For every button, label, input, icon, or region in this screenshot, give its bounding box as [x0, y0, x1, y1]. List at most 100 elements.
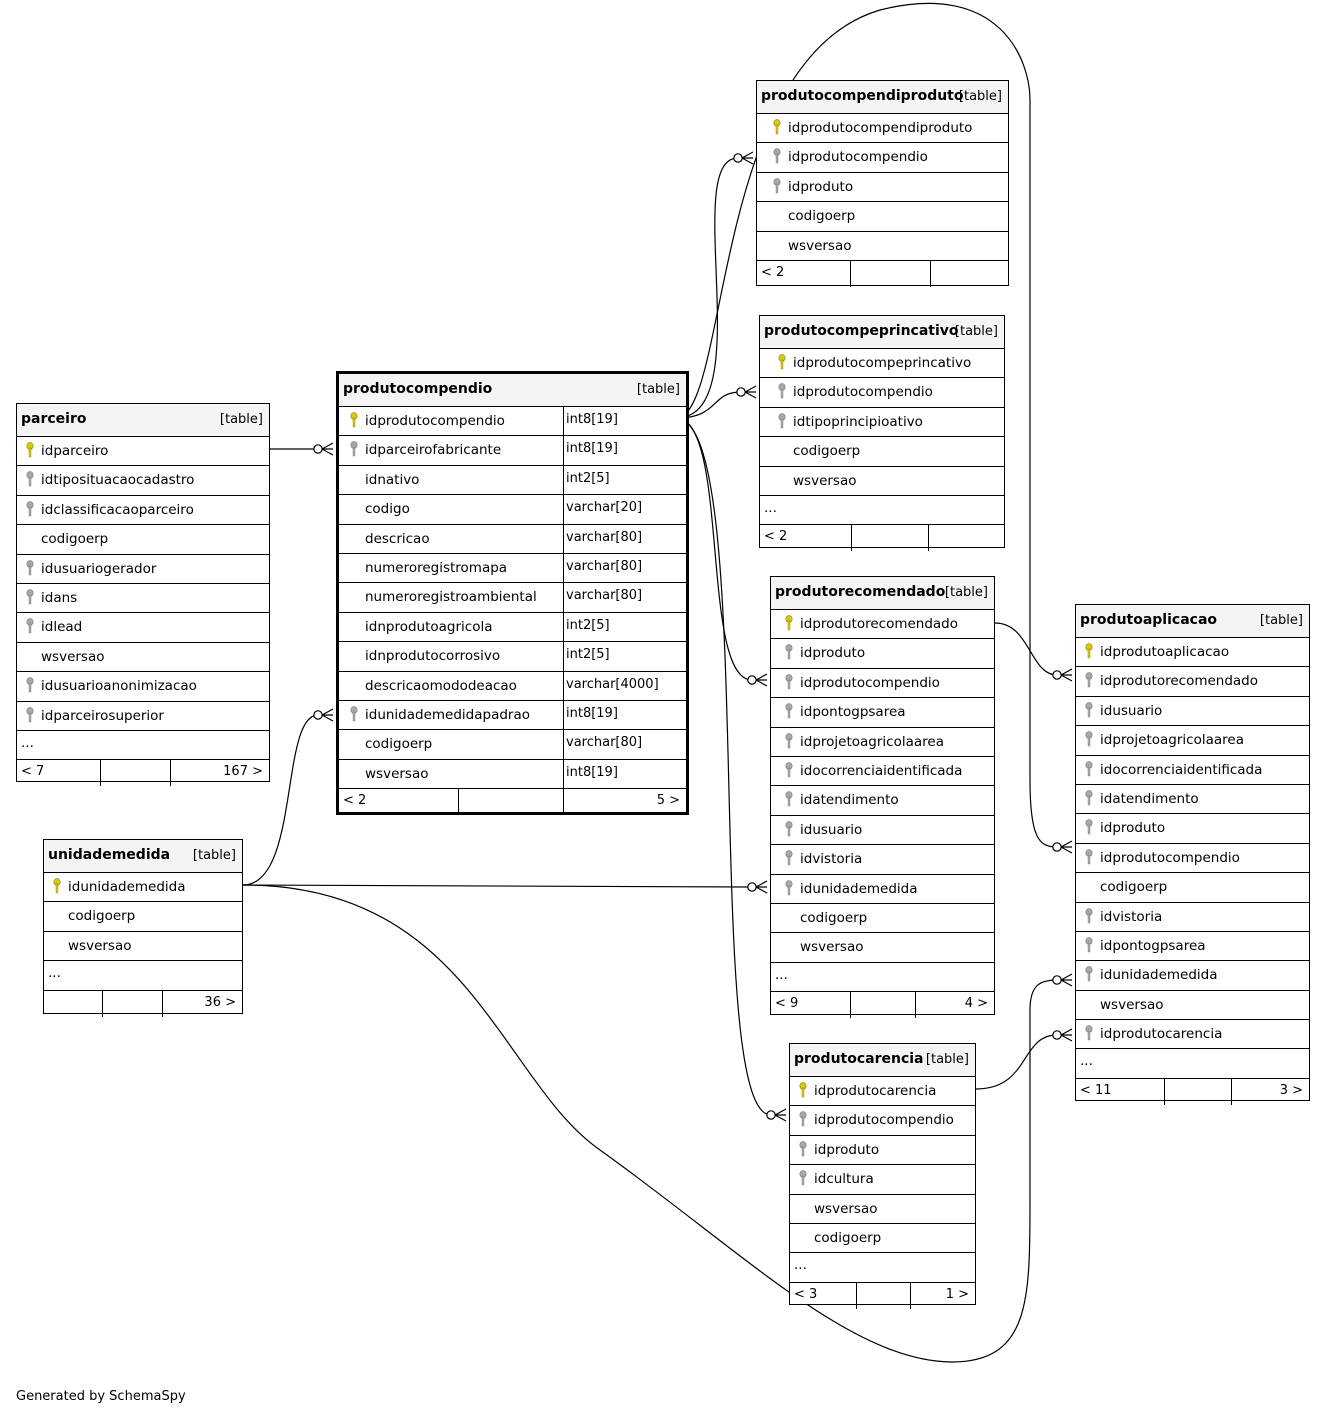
column-name: idusuario	[800, 821, 863, 838]
column-row[interactable]: codigoerp	[17, 525, 269, 555]
table-produtorecomendado[interactable]: produtorecomendado[table]idprodutorecome…	[770, 576, 995, 1019]
column-row[interactable]: idvistoria	[1076, 903, 1309, 932]
column-row[interactable]: idusuarioanonimizacao	[17, 672, 269, 702]
column-row[interactable]: idproduto	[757, 173, 1008, 203]
parent-count[interactable]: < 11	[1080, 1082, 1112, 1098]
column-row[interactable]: idatendimento	[771, 786, 994, 816]
column-row[interactable]: idusuariogerador	[17, 555, 269, 584]
column-row[interactable]: idans	[17, 584, 269, 614]
table-produtocompeprincativo[interactable]: produtocompeprincativo[table]idprodutoco…	[759, 315, 1005, 552]
column-divider	[563, 524, 564, 553]
column-row[interactable]: idproduto	[790, 1136, 975, 1166]
column-row[interactable]: idunidademedida	[1076, 961, 1309, 991]
column-row[interactable]: idparceiro	[17, 437, 269, 467]
column-row[interactable]: idpontogpsarea	[1076, 932, 1309, 962]
column-row[interactable]: idusuario	[771, 816, 994, 846]
table-produtocompendiproduto[interactable]: produtocompendiproduto[table]idprodutoco…	[756, 80, 1009, 287]
column-row[interactable]: idprodutocompendio	[790, 1106, 975, 1136]
column-row[interactable]: wsversao	[760, 467, 1004, 496]
child-count[interactable]: 1 >	[945, 1286, 969, 1302]
table-header: parceiro[table]	[17, 404, 269, 437]
child-count[interactable]: 5 >	[656, 793, 680, 809]
column-row[interactable]: idprodutocompendiproduto	[757, 114, 1008, 144]
column-row[interactable]: idpontogpsarea	[771, 698, 994, 728]
column-row[interactable]: idprojetoagricolaarea	[771, 728, 994, 757]
column-row[interactable]: idclassificacaoparceiro	[17, 496, 269, 526]
column-row[interactable]: idparceirosuperior	[17, 702, 269, 731]
column-row[interactable]: codigoerp	[790, 1224, 975, 1254]
column-row[interactable]: idcultura	[790, 1165, 975, 1195]
column-row[interactable]: idprodutoaplicacao	[1076, 638, 1309, 668]
parent-count[interactable]: < 2	[761, 264, 785, 280]
column-row[interactable]: wsversao	[44, 932, 242, 962]
table-header: produtoaplicacao[table]	[1076, 605, 1309, 638]
column-row[interactable]: idprodutocompendio	[760, 378, 1004, 408]
column-row[interactable]: idprodutocarencia	[790, 1077, 975, 1107]
column-row[interactable]: codigoerp	[44, 902, 242, 932]
column-row[interactable]: idprodutocompeprincativo	[760, 349, 1004, 379]
parent-count[interactable]: < 9	[775, 996, 799, 1012]
column-name: codigoerp	[365, 736, 433, 753]
column-row[interactable]: idvistoria	[771, 845, 994, 875]
column-row[interactable]: idprodutorecomendado	[1076, 667, 1309, 697]
child-count[interactable]: 167 >	[223, 764, 263, 780]
column-row[interactable]: idunidademedida	[771, 875, 994, 904]
column-row[interactable]: wsversao	[17, 643, 269, 673]
column-row[interactable]: codigoerp	[757, 202, 1008, 232]
column-row[interactable]: wsversao	[1076, 991, 1309, 1021]
column-row[interactable]: idusuario	[1076, 697, 1309, 727]
column-row[interactable]: idprodutocarencia	[1076, 1020, 1309, 1050]
column-name: idprodutocompendio	[814, 1112, 954, 1129]
column-row[interactable]: idprodutocompendio	[1076, 844, 1309, 874]
column-row[interactable]: wsversao	[757, 232, 1008, 261]
parent-count[interactable]: < 2	[343, 793, 367, 809]
parent-count[interactable]: < 2	[764, 529, 788, 545]
column-row[interactable]: idprojetoagricolaarea	[1076, 726, 1309, 756]
column-row[interactable]: idlead	[17, 613, 269, 643]
parent-count[interactable]: < 7	[21, 764, 45, 780]
column-row[interactable]: idprodutorecomendado	[771, 610, 994, 640]
child-count[interactable]: 36 >	[204, 994, 236, 1010]
more-columns-row: ...	[17, 731, 269, 761]
column-row[interactable]: idocorrenciaidentificada	[1076, 756, 1309, 785]
column-row[interactable]: codigoerp	[760, 437, 1004, 467]
column-row[interactable]: wsversao	[790, 1195, 975, 1224]
column-row[interactable]: idtipoprincipioativo	[760, 408, 1004, 438]
column-row[interactable]: codigoerp	[771, 904, 994, 934]
column-row[interactable]: idprodutocompendio	[757, 143, 1008, 173]
footer-divider	[458, 789, 459, 816]
column-row[interactable]: idproduto	[1076, 814, 1309, 844]
table-produtocompendio[interactable]: produtocompendio[table]idprodutocompendi…	[336, 371, 689, 816]
table-produtoaplicacao[interactable]: produtoaplicacao[table]idprodutoaplicaca…	[1075, 604, 1310, 1105]
column-row[interactable]: idprodutocompendio	[771, 669, 994, 699]
column-row[interactable]: idocorrenciaidentificada	[771, 757, 994, 787]
foreign-key-icon	[25, 471, 35, 491]
column-divider	[563, 612, 564, 642]
parent-count[interactable]: < 3	[794, 1286, 818, 1302]
column-row[interactable]: idproduto	[771, 639, 994, 669]
column-row[interactable]: codigoerp	[1076, 873, 1309, 903]
footer-divider	[928, 525, 929, 552]
child-count[interactable]: 3 >	[1279, 1082, 1303, 1098]
column-row[interactable]: idatendimento	[1076, 785, 1309, 815]
column-row[interactable]: idtiposituacaocadastro	[17, 466, 269, 496]
child-count[interactable]: 4 >	[964, 996, 988, 1012]
column-row[interactable]: wsversao	[771, 933, 994, 963]
column-row[interactable]: idunidademedida	[44, 873, 242, 903]
